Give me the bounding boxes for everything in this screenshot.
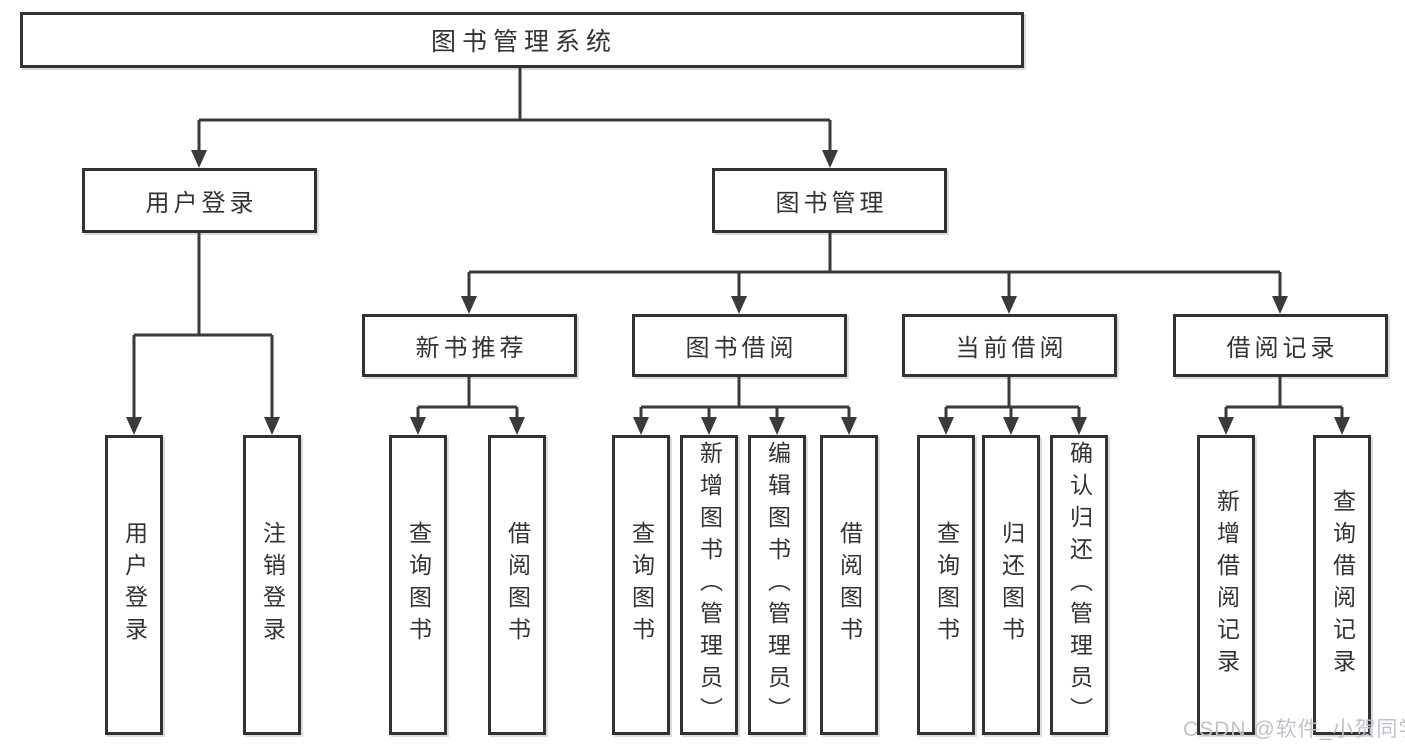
node-root: 图书管理系统: [20, 12, 1024, 68]
leaf-borrow-books-borrowing-label: 借阅图书: [836, 521, 863, 649]
leaf-query-borrow-record-label: 查询借阅记录: [1329, 489, 1356, 681]
leaf-confirm-return-admin-label: 确认归还（管理员）: [1066, 441, 1093, 729]
node-book-management: 图书管理: [712, 168, 947, 233]
leaf-query-borrow-record: 查询借阅记录: [1313, 435, 1371, 735]
leaf-logout: 注销登录: [243, 435, 301, 735]
leaf-add-book-admin: 新增图书（管理员）: [680, 435, 738, 735]
connector-borrowing-records: [1218, 377, 1350, 435]
leaf-add-borrow-record-label: 新增借阅记录: [1213, 489, 1240, 681]
node-borrowing-records: 借阅记录: [1173, 314, 1388, 377]
connector-book-borrowing: [633, 377, 857, 435]
node-current-borrowing-label: 当前借阅: [955, 335, 1068, 362]
node-current-borrowing: 当前借阅: [902, 314, 1117, 377]
leaf-query-books-borrowing: 查询图书: [612, 435, 670, 735]
leaf-query-books-recommend: 查询图书: [389, 435, 447, 735]
leaf-borrow-books-recommend: 借阅图书: [488, 435, 546, 735]
leaf-borrow-books-recommend-label: 借阅图书: [504, 521, 531, 649]
node-new-book-recommend-label: 新书推荐: [415, 335, 528, 362]
leaf-edit-book-admin-label: 编辑图书（管理员）: [764, 441, 791, 729]
leaf-user-login: 用户登录: [105, 435, 163, 735]
connector-root: [191, 68, 838, 168]
node-user-login-label: 用户登录: [145, 190, 258, 217]
node-root-label: 图书管理系统: [430, 28, 617, 56]
leaf-borrow-books-borrowing: 借阅图书: [820, 435, 878, 735]
leaf-edit-book-admin: 编辑图书（管理员）: [748, 435, 806, 735]
leaf-add-borrow-record: 新增借阅记录: [1197, 435, 1255, 735]
csdn-watermark: CSDN @软件_小贺同学: [1183, 718, 1405, 741]
node-book-borrowing: 图书借阅: [632, 314, 847, 377]
leaf-return-books: 归还图书: [982, 435, 1040, 735]
connector-current-borrowing: [938, 377, 1087, 435]
node-book-management-label: 图书管理: [775, 190, 888, 217]
node-borrowing-records-label: 借阅记录: [1226, 335, 1339, 362]
leaf-query-books-recommend-label: 查询图书: [405, 521, 432, 649]
leaf-query-books-current-label: 查询图书: [933, 521, 960, 649]
leaf-query-books-current: 查询图书: [917, 435, 975, 735]
node-user-login: 用户登录: [82, 168, 317, 233]
leaf-logout-label: 注销登录: [259, 521, 286, 649]
connector-user-login: [126, 233, 280, 435]
node-new-book-recommend: 新书推荐: [362, 314, 577, 377]
connector-book-management: [461, 233, 1288, 314]
leaf-confirm-return-admin: 确认归还（管理员）: [1050, 435, 1108, 735]
leaf-add-book-admin-label: 新增图书（管理员）: [696, 441, 723, 729]
leaf-query-books-borrowing-label: 查询图书: [628, 521, 655, 649]
connector-new-book-recommend: [410, 377, 525, 435]
leaf-return-books-label: 归还图书: [998, 521, 1025, 649]
node-book-borrowing-label: 图书借阅: [685, 335, 798, 362]
leaf-user-login-label: 用户登录: [121, 521, 148, 649]
